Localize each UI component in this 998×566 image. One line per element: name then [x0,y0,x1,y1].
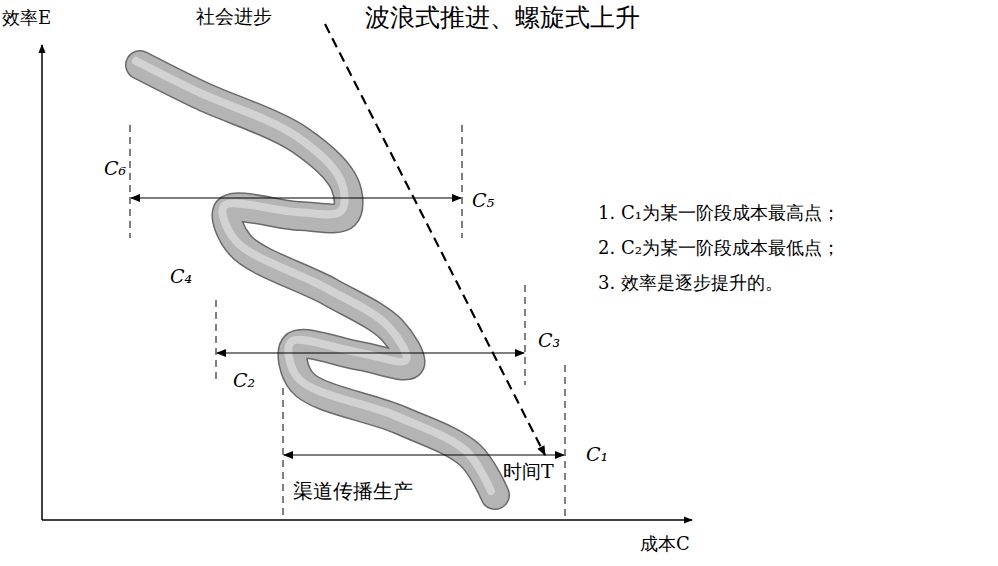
dimension-label: C₄ [170,266,192,288]
x-axis [42,519,692,521]
dimension-label: C₅ [472,190,494,212]
axis-note: 时间T [503,461,554,483]
y-axis [41,45,43,520]
dimension-label: C₂ [233,370,255,392]
ribbon-highlight [136,61,491,491]
note: 3. 效率是逐步提升的。 [598,273,783,294]
axis-label: 效率E [2,8,51,29]
progress-arrow [325,24,545,455]
dimension-label: C₁ [586,444,608,466]
note: 1. C₁为某一阶段成本最高点； [598,203,840,224]
axis-note: 渠道传播生产 [293,480,413,503]
dimension-label: C₃ [538,330,560,352]
title: 波浪式推进、螺旋式上升 [365,4,640,33]
note: 2. C₂为某一阶段成本最低点； [598,238,840,259]
arrow-label: 社会进步 [196,6,272,28]
spiral-ribbon [136,61,495,495]
axis-label: 成本C [640,534,690,555]
dimension-arrows [131,198,564,455]
dimension-label: C₆ [104,158,126,180]
